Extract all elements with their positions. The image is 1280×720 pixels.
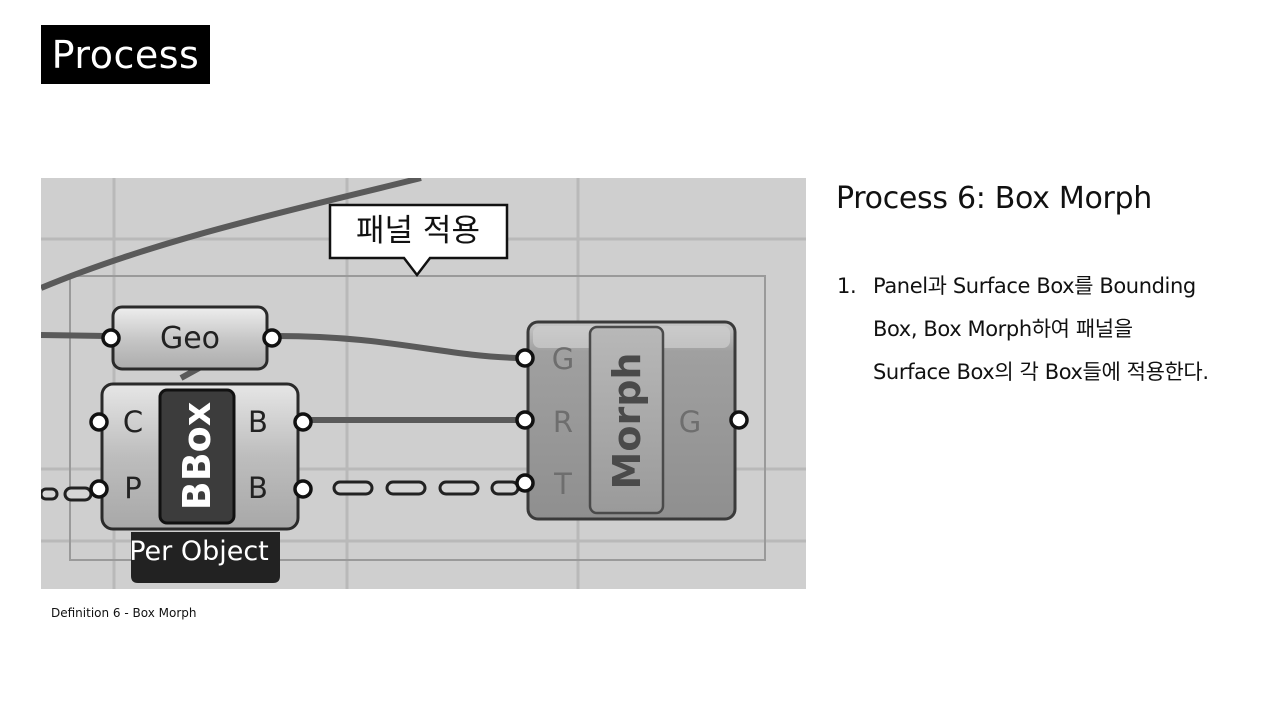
morph-input-r-grip[interactable] xyxy=(515,410,535,430)
wire-curve xyxy=(41,178,422,291)
morph-nickname-box xyxy=(588,325,665,515)
bbox-output-b2-grip[interactable] xyxy=(293,479,313,499)
bbox-input-c-label: C xyxy=(123,405,143,439)
step-line: Panel과 Surface Box를 Bounding xyxy=(873,274,1196,298)
bbox-input-p-label: P xyxy=(124,471,142,505)
morph-name: Morph xyxy=(605,353,649,490)
bbox-component[interactable]: Per Object BBox C P B B xyxy=(89,382,313,583)
figure-caption: Definition 6 - Box Morph xyxy=(51,606,197,620)
step-number: 1. xyxy=(837,274,857,298)
slide-title: Process xyxy=(41,25,210,84)
bbox-mode-tab xyxy=(131,532,280,583)
bbox-mode-label: Per Object xyxy=(129,536,269,567)
group-label: 패널 적용 xyxy=(356,213,480,249)
step-line: Box, Box Morph하여 패널을 xyxy=(873,317,1133,341)
bbox-input-c-grip[interactable] xyxy=(89,412,109,432)
step-text: Panel과 Surface Box를 Bounding Box, Box Mo… xyxy=(873,265,1263,394)
group-callout: 패널 적용 xyxy=(328,203,509,278)
geo-parameter[interactable]: Geo xyxy=(101,305,282,371)
section-heading: Process 6: Box Morph xyxy=(836,181,1153,216)
morph-input-g-label: G xyxy=(552,342,574,376)
morph-output-g-label: G xyxy=(679,405,701,439)
bbox-output-b2-label: B xyxy=(248,471,268,505)
geo-input-grip[interactable] xyxy=(101,328,121,348)
step-line: Surface Box의 각 Box들에 적용한다. xyxy=(873,360,1209,384)
morph-input-g-grip[interactable] xyxy=(515,348,535,368)
bbox-output-b1-label: B xyxy=(248,405,268,439)
bbox-input-p-grip[interactable] xyxy=(89,479,109,499)
morph-input-t-grip[interactable] xyxy=(515,473,535,493)
morph-component[interactable]: Morph G R T G xyxy=(515,320,749,521)
geo-output-grip[interactable] xyxy=(262,328,282,348)
morph-input-t-label: T xyxy=(553,467,572,501)
bbox-name: BBox xyxy=(175,402,219,511)
morph-input-r-label: R xyxy=(553,405,573,439)
wire-into-geo xyxy=(41,332,108,339)
wire-geo-to-morph xyxy=(276,333,520,361)
bbox-output-b1-grip[interactable] xyxy=(293,412,313,432)
wire-dashed xyxy=(41,480,520,502)
morph-output-g-grip[interactable] xyxy=(729,410,749,430)
bbox-nickname-box xyxy=(158,388,236,525)
grasshopper-definition-figure: 패널 적용 Geo Per Object BB xyxy=(41,178,806,589)
geo-label: Geo xyxy=(160,321,220,356)
